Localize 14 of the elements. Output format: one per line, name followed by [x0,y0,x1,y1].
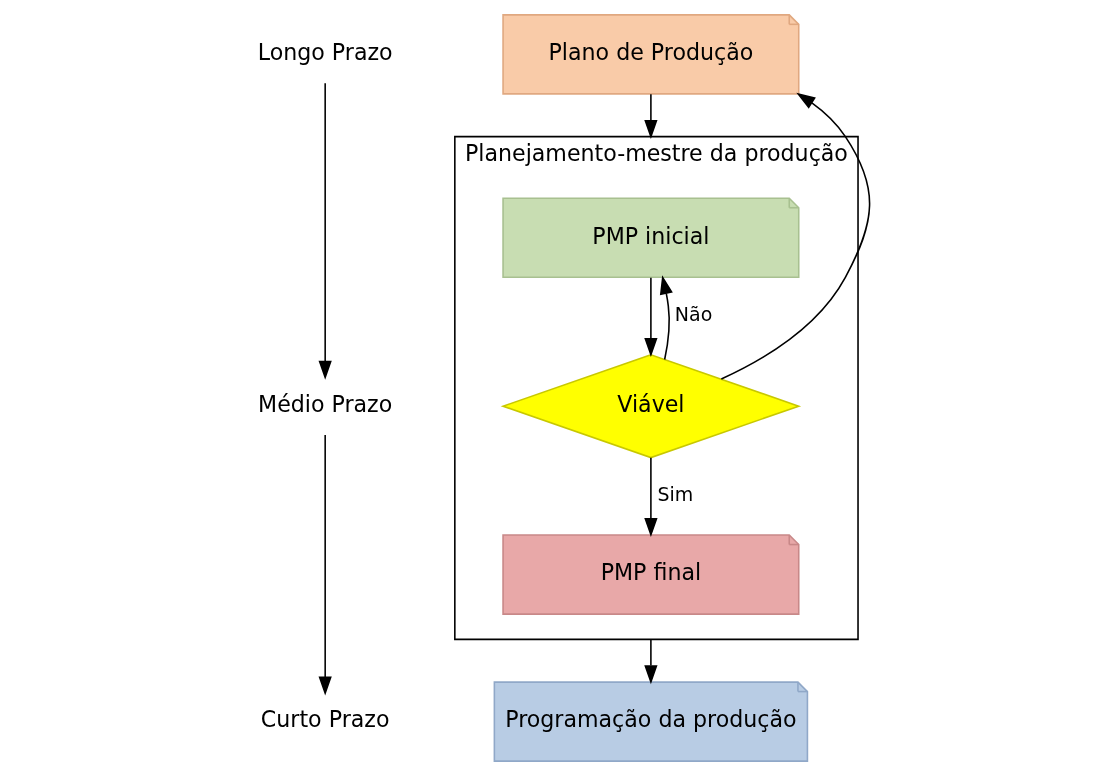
arrow [643,457,658,538]
arrow [643,638,658,685]
node-text: Curto Prazo [260,706,389,733]
arrow [643,276,658,357]
node-text: Médio Prazo [257,391,392,418]
arrow [318,434,332,696]
node-diamond: Viável [500,353,801,459]
edge-label: Sim [657,483,693,506]
node-text: Longo Prazo [257,39,393,66]
arrow [720,92,870,380]
arrow [659,275,673,361]
edge-label: Não [674,302,712,325]
arrow [643,93,658,139]
arrow [318,82,332,380]
